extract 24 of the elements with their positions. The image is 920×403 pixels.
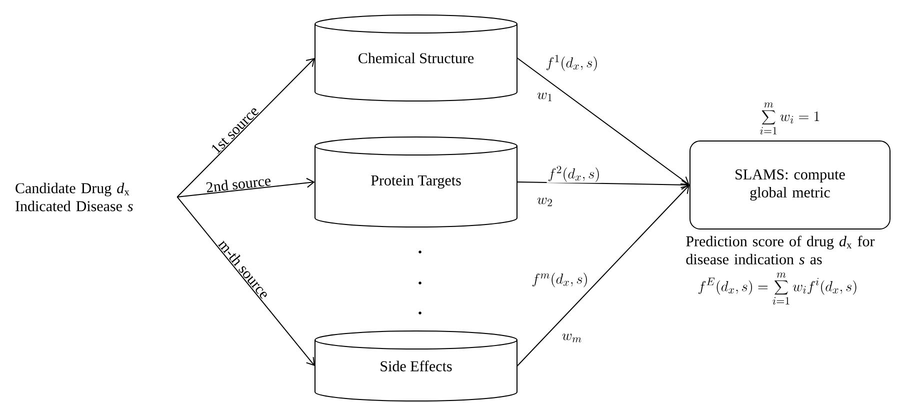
arrow [516, 180, 690, 190]
arrow [176, 178, 315, 198]
input-text: Candidate Drug d$_{x}$ Indicated Disease s [16, 182, 133, 212]
edge-label: $f^{1}(d_x,s)$ [544, 54, 600, 72]
arrow [176, 196, 315, 366]
score-formula: $f^{E}(d_x,s) = \sum_{i=1}^{m} w_i f^{i}(d_x,s)$ [698, 272, 856, 305]
node-label: Chemical Structure [358, 52, 474, 64]
edge-label: $f^{2}(d_x,s)$ [546, 165, 602, 183]
node-label: Protein Targets [371, 175, 461, 189]
weight-label: $w_m$ [562, 334, 582, 342]
constraint-formula: $\sum_{i=1}^{m} w_i = 1$ [760, 102, 820, 134]
arrow [176, 58, 315, 198]
arrow [516, 185, 690, 366]
database-cylinder: Side Effects [314, 330, 518, 402]
process-box: SLAMS: compute global metric [690, 140, 890, 230]
weight-label: $w_2$ [537, 198, 552, 206]
arrow [516, 58, 690, 185]
node-label: Side Effects [380, 360, 452, 372]
edge-label: 2nd source [206, 178, 271, 192]
description-text: Prediction score of drug d$_{x}$ for disease indication s as [686, 236, 875, 264]
weight-label: $w_1$ [537, 92, 552, 102]
database-cylinder: Protein Targets [314, 136, 518, 228]
edge-label: $f^{m}(d_x,s)$ [530, 272, 590, 288]
database-cylinder: Chemical Structure [314, 14, 518, 102]
